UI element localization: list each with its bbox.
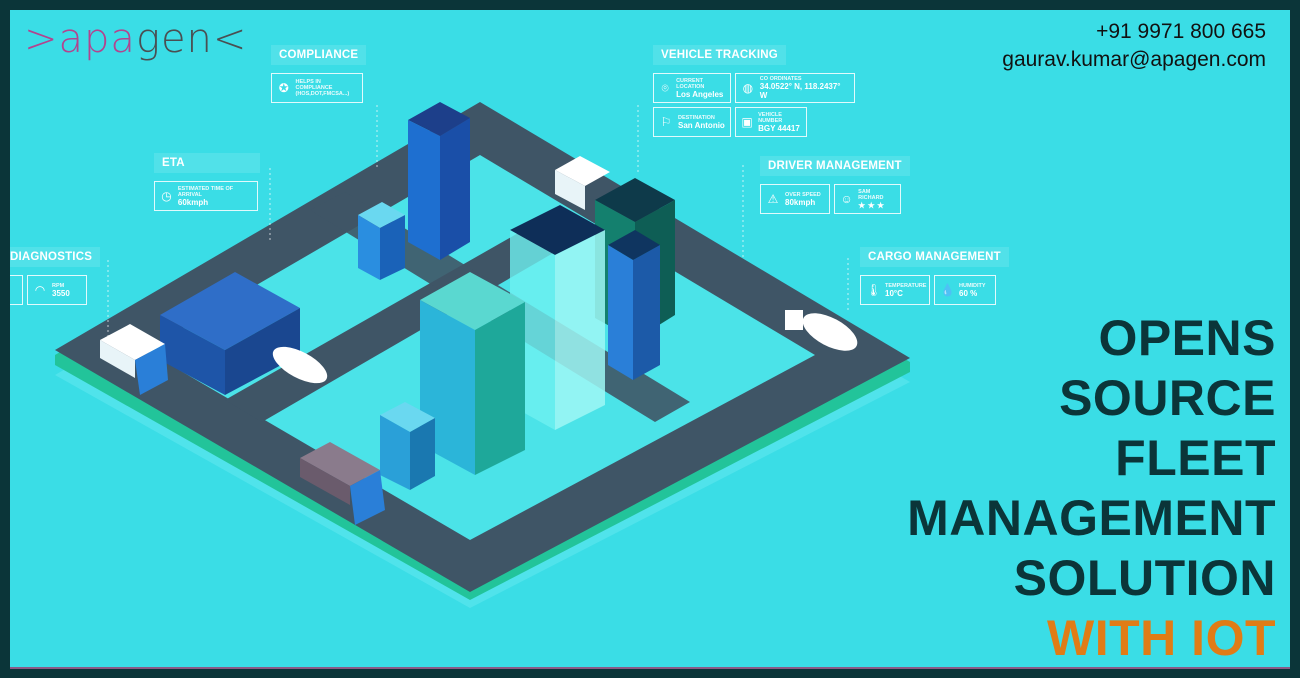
humidity-card: 💧Humidity60 % [934, 275, 996, 305]
isometric-city-illustration [55, 102, 910, 608]
blue-tower-right [608, 230, 660, 380]
compliance-card: ✪Helps in compliance(HOS,DOT,FMCSA...) [271, 73, 363, 103]
eta-card: ◷Estimated time of arrival60kmph [154, 181, 258, 211]
destination-card: ⚐DestinationSan Antonio [653, 107, 731, 137]
front-tower [420, 272, 525, 475]
email-address: gaurav.kumar@apagen.com [1002, 48, 1266, 71]
headline-accent: WITH IOT [1047, 610, 1276, 666]
bottom-divider [10, 667, 1290, 669]
small-building-left [358, 202, 405, 280]
location-pin-icon: ⌾ [661, 80, 669, 95]
headline: OPENS SOURCE FLEET MANAGEMENT SOLUTION W… [907, 310, 1276, 666]
destination-icon: ⚐ [660, 115, 672, 129]
badge-icon: ✪ [278, 81, 289, 95]
truck-left [100, 324, 168, 395]
factory [160, 272, 300, 395]
over-speed-card: ⚠Over speed80kmph [760, 184, 830, 214]
tall-building-back [408, 102, 470, 260]
eta-panel: ETA ◷Estimated time of arrival60kmph [154, 153, 260, 211]
apagen-logo: >apagen< [24, 16, 248, 62]
phone-number: +91 9971 800 665 [1096, 20, 1266, 43]
temperature-card: 🌡Temperature10°C [860, 275, 930, 305]
contact-info: +91 9971 800 665 gaurav.kumar@apagen.com [1002, 18, 1266, 74]
shop [380, 402, 435, 490]
truck-bottom [300, 442, 385, 525]
current-location-card: ⌾Current locationLos Angeles [653, 73, 731, 103]
warning-icon: ⚠ [767, 192, 779, 206]
clock-icon: ◷ [161, 189, 172, 203]
humidity-icon: 💧 [940, 283, 955, 297]
truck-top [555, 156, 610, 210]
tanker-middle [272, 346, 328, 384]
banner: >apagen< +91 9971 800 665 gaurav.kumar@a… [10, 10, 1290, 667]
compliance-panel: COMPLIANCE ✪Helps in compliance(HOS,DOT,… [271, 45, 367, 103]
driver-icon: ☺ [840, 192, 853, 206]
gauge-icon: ◠ [34, 283, 46, 297]
connector-lines [107, 105, 849, 340]
bus-icon: ▣ [741, 115, 753, 129]
coordinates-card: ◍Co ordinates34.0522° N, 118.2437° W [735, 73, 855, 103]
driver-card: ☺Sam Richard★ ★ ★ [834, 184, 901, 214]
vehicle-number-card: ▣Vehicle numberBGY 44417 [735, 107, 807, 137]
driver-management-panel: DRIVER MANAGEMENT ⚠Over speed80kmph ☺Sam… [760, 156, 910, 214]
thermometer-icon: 🌡 [866, 283, 882, 297]
diagnostics-card-partial [10, 275, 23, 305]
vehicle-tracking-panel: VEHICLE TRACKING ⌾Current locationLos An… [653, 45, 873, 137]
cargo-management-panel: CARGO MANAGEMENT 🌡Temperature10°C 💧Humid… [860, 247, 1009, 305]
tanker-right [785, 310, 858, 351]
globe-icon: ◍ [742, 81, 754, 95]
